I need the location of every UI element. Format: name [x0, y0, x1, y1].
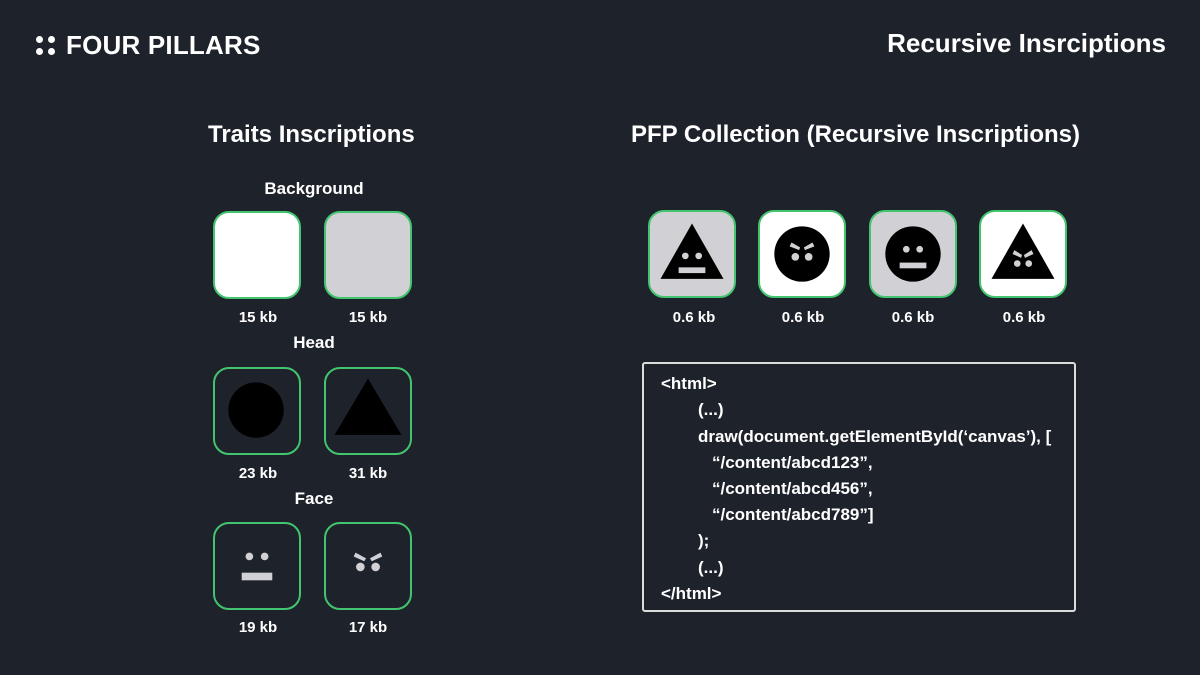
pfp-size-label: 0.6 kb [1002, 309, 1046, 326]
code-line: </html> [661, 584, 722, 603]
white-triangle-angry-pfp [979, 210, 1067, 298]
trait-size-label: 15 kb [238, 309, 278, 326]
code-line: (...) [698, 400, 724, 419]
brand-name: FOUR PILLARS [66, 30, 261, 60]
code-line: ); [698, 531, 710, 550]
code-line: “/content/abcd789”] [712, 505, 874, 524]
group-label-head: Head [293, 333, 335, 352]
pfp-section-title: PFP Collection (Recursive Inscriptions) [631, 121, 1080, 148]
white-background-swatch [213, 211, 301, 299]
pfp-size-label: 0.6 kb [781, 309, 825, 326]
neutral-face-icon [213, 522, 301, 610]
traits-section-title: Traits Inscriptions [208, 121, 415, 148]
code-line: (...) [698, 558, 724, 577]
four-dots-logo-icon [36, 35, 56, 56]
gray-background-swatch [324, 211, 412, 299]
group-label-background: Background [264, 179, 364, 198]
trait-size-label: 17 kb [348, 619, 388, 636]
pfp-size-label: 0.6 kb [672, 309, 716, 326]
group-label-face: Face [294, 489, 334, 508]
trait-size-label: 23 kb [238, 465, 278, 482]
slide-title: Recursive Insrciptions [887, 28, 1166, 58]
gray-triangle-neutral-pfp [648, 210, 736, 298]
circle-head-icon [213, 367, 301, 455]
gray-circle-neutral-pfp [869, 210, 957, 298]
code-line: “/content/abcd123”, [712, 453, 873, 472]
pfp-size-label: 0.6 kb [891, 309, 935, 326]
code-line: draw(document.getElementById(‘canvas’), … [698, 427, 1052, 446]
trait-size-label: 31 kb [348, 465, 388, 482]
code-line: <html> [661, 374, 717, 393]
trait-size-label: 15 kb [348, 309, 388, 326]
triangle-head-icon [324, 367, 412, 455]
trait-size-label: 19 kb [238, 619, 278, 636]
code-snippet-box: <html> (...) draw(document.getElementByI… [642, 362, 1076, 612]
white-circle-angry-pfp [758, 210, 846, 298]
angry-face-icon [324, 522, 412, 610]
brand: FOUR PILLARS [36, 30, 261, 61]
code-line: “/content/abcd456”, [712, 479, 873, 498]
